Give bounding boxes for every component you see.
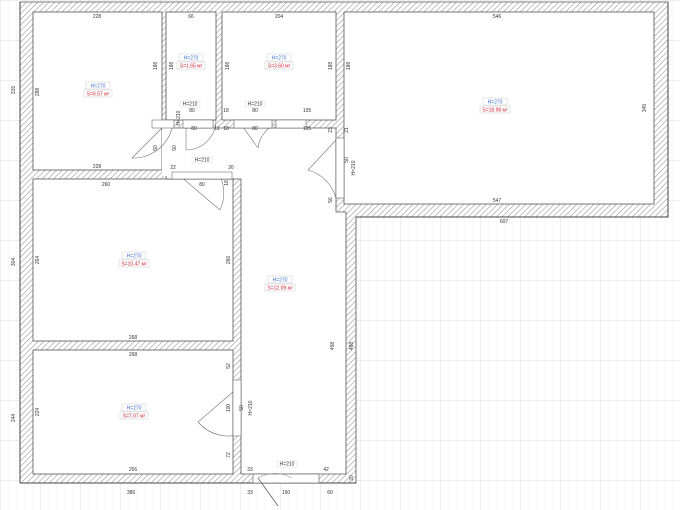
dim-label: 268 (129, 335, 138, 341)
room-area: S=3.60 м² (268, 64, 291, 70)
dim-label: 18 (223, 126, 229, 132)
dim-label: 386 (127, 490, 136, 496)
dim-label: 50 (172, 145, 178, 151)
door-height-label: H=210 (248, 400, 254, 415)
dim-label: 20 (349, 475, 355, 481)
dim-label: 80 (252, 108, 258, 114)
room-height: H=270 (272, 56, 287, 62)
dim-label: 266 (129, 467, 138, 473)
dim-label: 304 (11, 258, 17, 267)
dim-label: 22 (170, 165, 176, 171)
room-mid-left-label: H=270 S=10.47 м² (118, 251, 150, 268)
dim-label: 105 (303, 108, 312, 114)
dim-label: 264 (35, 256, 41, 265)
dim-label: 266 (226, 256, 232, 265)
entrance-door-icon (257, 477, 279, 507)
door-height-label: H=210 (248, 102, 263, 108)
door-height-label: H=210 (176, 110, 182, 125)
room-height: H=270 (273, 278, 288, 284)
dim-label: 228 (93, 164, 102, 170)
dim-label: 607 (500, 219, 509, 225)
dim-label: 268 (129, 352, 138, 358)
dim-label: 228 (93, 14, 102, 20)
dim-label: 50 (239, 405, 245, 411)
dim-label: 42 (323, 467, 329, 473)
dim-label: 488 (349, 342, 355, 351)
dim-label: 188 (328, 62, 334, 71)
dim-label: 345 (642, 104, 648, 113)
dim-label: 60 (327, 490, 333, 496)
room-area: S=6.57 м² (87, 92, 110, 98)
door-height-label: H=210 (280, 462, 295, 468)
dim-label: 11 (214, 126, 219, 132)
door-height-label: H=210 (351, 160, 357, 175)
dim-label: 547 (493, 198, 502, 204)
dim-label: 21 (344, 127, 350, 133)
room-height: H=270 (488, 100, 503, 106)
dim-label: 18 (224, 180, 230, 186)
dim-label: 56 (328, 197, 334, 203)
dim-label: 52 (226, 363, 232, 369)
dim-label: 80 (252, 126, 258, 132)
dim-label: 188 (346, 62, 352, 71)
dim-label: 66 (188, 14, 194, 20)
room-top-left-label: H=270 S=6.57 м² (83, 81, 113, 98)
dim-label: 105 (303, 126, 312, 132)
door-height-label: H=210 (183, 102, 198, 108)
dim-label: 50 (344, 157, 350, 163)
room-small-1-label: H=270 S=1.65 м² (176, 53, 206, 70)
room-height: H=270 (91, 84, 106, 90)
room-area: S=1.65 м² (180, 64, 203, 70)
dim-label: 224 (35, 408, 41, 417)
dim-label: 50 (153, 145, 159, 151)
corridor-gap (162, 128, 172, 176)
room-area: S=10.47 м² (121, 262, 147, 268)
dim-label: 244 (11, 414, 17, 423)
dim-label: 458 (330, 342, 336, 351)
dim-label: 80 (191, 126, 197, 132)
dim-label: 18 (223, 108, 229, 114)
room-height: H=270 (127, 406, 142, 412)
door-height-label: H=210 (195, 158, 210, 164)
room-area: S=12.09 м² (267, 286, 293, 292)
dim-label: 72 (226, 452, 232, 458)
dim-label: 33 (247, 467, 253, 473)
room-height: H=270 (184, 56, 199, 62)
dim-label: 188 (225, 62, 231, 71)
dim-label: 26 (228, 165, 234, 171)
dim-label: 188 (153, 62, 159, 71)
room-big-right-label: H=270 S=18.98 м² (479, 97, 511, 114)
room-area: S=18.98 м² (482, 108, 508, 114)
door-frames (151, 119, 345, 437)
room-small-2-label: H=270 S=3.60 м² (264, 53, 294, 70)
dim-label: 33 (247, 490, 253, 496)
dim-label: 80 (189, 108, 195, 114)
dim-label: 100 (226, 404, 232, 413)
dim-label: 23 (328, 127, 334, 133)
dim-label: 80 (199, 182, 205, 188)
dim-label: 260 (102, 182, 111, 188)
room-bottom-left-label: H=270 S=7.07 м² (119, 403, 149, 420)
room-labels: H=270 S=6.57 м² H=270 S=1.65 м² H=270 S=… (83, 53, 511, 420)
dimension-labels: 228 66 204 546 315 288 304 244 188 188 1… (11, 14, 648, 496)
room-area: S=7.07 м² (123, 414, 146, 420)
dim-label: 315 (11, 86, 17, 95)
room-hall-label: H=270 S=12.09 м² (264, 275, 296, 292)
room-height: H=270 (127, 254, 142, 260)
dim-label: 288 (35, 88, 41, 97)
dim-label: 546 (493, 14, 502, 20)
door-labels: H=210 H=210 H=210 H=210 H=210 H=210 H=21… (176, 100, 357, 468)
dim-label: 188 (169, 62, 175, 71)
dim-label: 204 (275, 14, 284, 20)
entrance-opening (252, 473, 320, 484)
dim-label: 150 (282, 490, 291, 496)
